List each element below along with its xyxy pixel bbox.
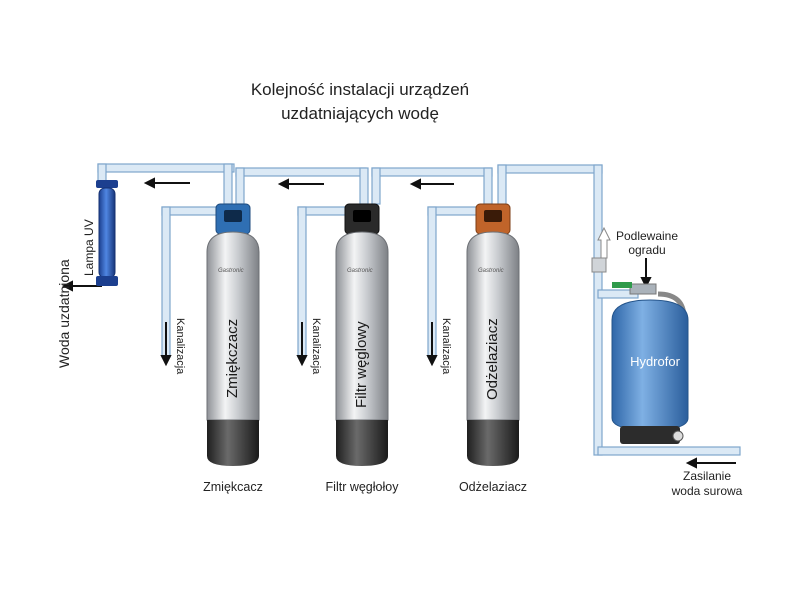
pipe-segment (597, 446, 741, 456)
brand-mark-1: Gastronic (218, 268, 244, 274)
pipes (97, 163, 741, 456)
garden-watering-line-2: ogradu (628, 243, 666, 257)
caption-iron: Odżelaziacz (458, 480, 528, 494)
pipe-segment (235, 167, 367, 177)
drain-label-2: Kanalizacja (310, 318, 322, 375)
title-line-2: uzdatniających wodę (281, 104, 439, 123)
title-line-1: Kolejność instalacji urządzeń (250, 80, 470, 99)
drain-label-1: Kanalizacja (174, 318, 186, 375)
hydrofor-label: Hydrofor (630, 354, 680, 369)
garden-watering-line-1: Podlewaine (615, 229, 679, 243)
tank-softener (206, 203, 260, 466)
tank-label-iron: Odżelaziacz (484, 318, 501, 400)
diagram-title: Kolejność instalacji urządzeń uzdatniają… (190, 78, 530, 126)
hydrofor-base (620, 426, 680, 444)
garden-watering-label: Podlewaine ogradu (612, 229, 682, 257)
flow-arrow (61, 280, 73, 292)
flow-arrows (61, 177, 736, 469)
pipe-segment (497, 164, 603, 174)
raw-water-label: Zasilanie woda surowa (664, 469, 750, 499)
pipe-segment (497, 164, 507, 206)
caption-softener: Zmiękcacz (203, 480, 263, 494)
pipe-segment (223, 163, 233, 205)
flow-arrow (685, 457, 697, 469)
uv-lamp-label: Lampa UV (82, 219, 96, 276)
tank-body (335, 231, 389, 421)
pipe-segment (235, 167, 245, 205)
drain-label-3: Kanalizacja (440, 318, 452, 375)
treated-water-label: Woda uzdatniona (56, 259, 72, 368)
flow-arrow (277, 178, 289, 190)
brand-mark-2: Gastronic (347, 268, 373, 274)
pipe-segment (483, 167, 493, 205)
pressure-gauge-icon (672, 430, 684, 442)
caption-carbon: Filtr węgłołoy (325, 480, 399, 494)
drain-arrow (426, 355, 438, 367)
garden-outlet (591, 226, 611, 273)
tank-body (466, 231, 520, 421)
raw-water-line-1: Zasilanie (682, 469, 732, 483)
pipe-segment (593, 164, 603, 456)
pipe-segment (359, 167, 369, 205)
pipe-segment (371, 167, 493, 177)
brand-mark-3: Gastronic (478, 268, 504, 274)
pipe-segment (161, 206, 223, 216)
flow-arrow (640, 277, 652, 289)
pipe-segment (371, 167, 381, 205)
tank-base (467, 420, 519, 466)
raw-water-line-2: woda surowa (671, 484, 743, 498)
flow-arrow (143, 177, 155, 189)
tank-iron-remover (466, 203, 520, 466)
tank-carbon-filter (335, 203, 389, 466)
hydrofor-tank (611, 282, 689, 444)
valve-handle (612, 282, 632, 288)
uv-lamp (96, 180, 118, 286)
tank-base (336, 420, 388, 466)
tank-label-softener: Zmiękczacz (224, 318, 241, 398)
tank-label-carbon: Filtr węglowy (353, 321, 370, 408)
drain-arrow (160, 355, 172, 367)
drain-arrow (296, 355, 308, 367)
pipe-segment (97, 163, 235, 173)
flow-arrow (409, 178, 421, 190)
tank-body (206, 231, 260, 421)
tank-base (207, 420, 259, 466)
